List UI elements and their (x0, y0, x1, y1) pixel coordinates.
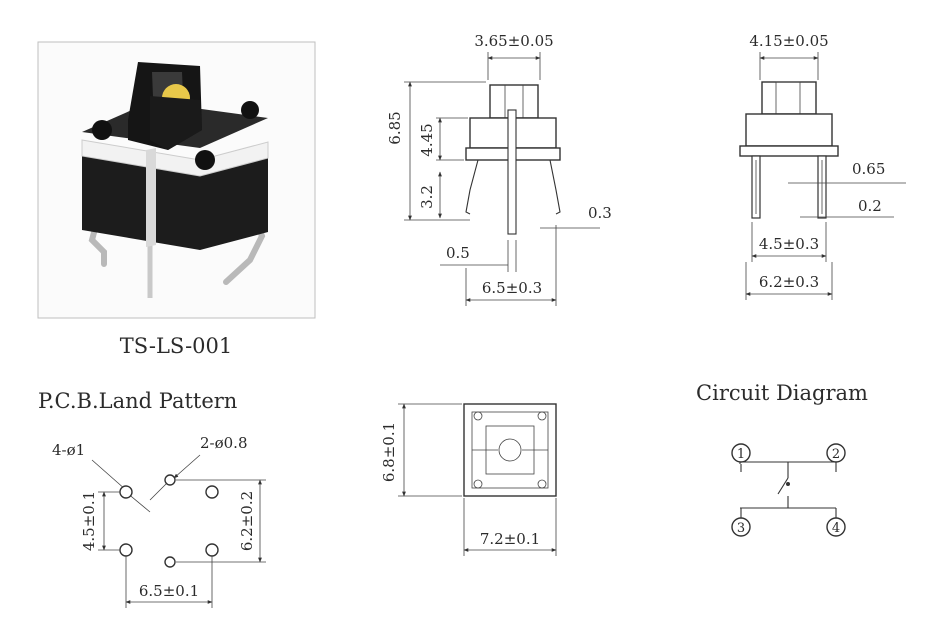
pcb-hole-1 (119, 485, 133, 499)
dim-pin-width-b: 0.2 (858, 197, 882, 215)
label-hole-small: 2-ø0.8 (200, 434, 248, 452)
pcb-hole-2 (205, 485, 219, 499)
side-view: 4.15±0.05 0.65 0.2 4.5±0.3 6.2±0.3 (739, 32, 906, 300)
dim-pin-width-a: 0.65 (852, 160, 885, 178)
dim-top-width: 3.65±0.05 (474, 32, 553, 50)
pcb-hole-6 (164, 556, 176, 568)
terminal-3: 3 (731, 517, 751, 537)
front-side-view: 3.65±0.05 6.85 4.45 3.2 0.3 0.5 6.5±0.3 (386, 32, 612, 306)
top-view: 6.8±0.1 7.2±0.1 (380, 403, 557, 556)
terminal-1: 1 (731, 443, 751, 463)
dim-side-top-width: 4.15±0.05 (749, 32, 828, 50)
label-hole-large: 4-ø1 (52, 441, 85, 459)
pcb-land-pattern: P.C.B.Land Pattern 4-ø1 2-ø0.8 4.5±0.1 6… (38, 389, 266, 608)
svg-text:4: 4 (832, 521, 840, 536)
pcb-hole-4 (205, 543, 219, 557)
svg-text:3: 3 (737, 521, 745, 536)
svg-text:1: 1 (737, 447, 745, 462)
pcb-hole-5 (164, 474, 176, 486)
circuit-title: Circuit Diagram (696, 381, 868, 405)
svg-text:2: 2 (832, 447, 840, 462)
dim-pin-thickness: 0.3 (588, 204, 612, 222)
product-photo: TS-LS-001 (37, 41, 316, 358)
dim-pcb-vertical: 4.5±0.1 (80, 491, 98, 551)
dim-pin-span: 6.5±0.3 (482, 279, 542, 297)
pcb-title: P.C.B.Land Pattern (38, 389, 237, 413)
dim-total-height: 6.85 (386, 111, 404, 144)
terminal-4: 4 (826, 517, 846, 537)
dim-inner-span: 4.5±0.3 (759, 235, 819, 253)
dim-outer-span: 6.2±0.3 (759, 273, 819, 291)
dim-top-width-view: 7.2±0.1 (480, 530, 540, 548)
dim-pin-width: 0.5 (446, 244, 470, 262)
dim-body-height: 4.45 (418, 123, 436, 156)
terminal-2: 2 (826, 443, 846, 463)
dim-pcb-vertical-total: 6.2±0.2 (238, 491, 256, 551)
dim-pcb-horizontal: 6.5±0.1 (139, 582, 199, 600)
circuit-diagram: Circuit Diagram 1 2 3 (696, 381, 868, 537)
pcb-hole-3 (119, 543, 133, 557)
dim-pin-height: 3.2 (418, 185, 436, 209)
dim-top-height: 6.8±0.1 (380, 422, 398, 482)
model-label: TS-LS-001 (120, 334, 233, 358)
